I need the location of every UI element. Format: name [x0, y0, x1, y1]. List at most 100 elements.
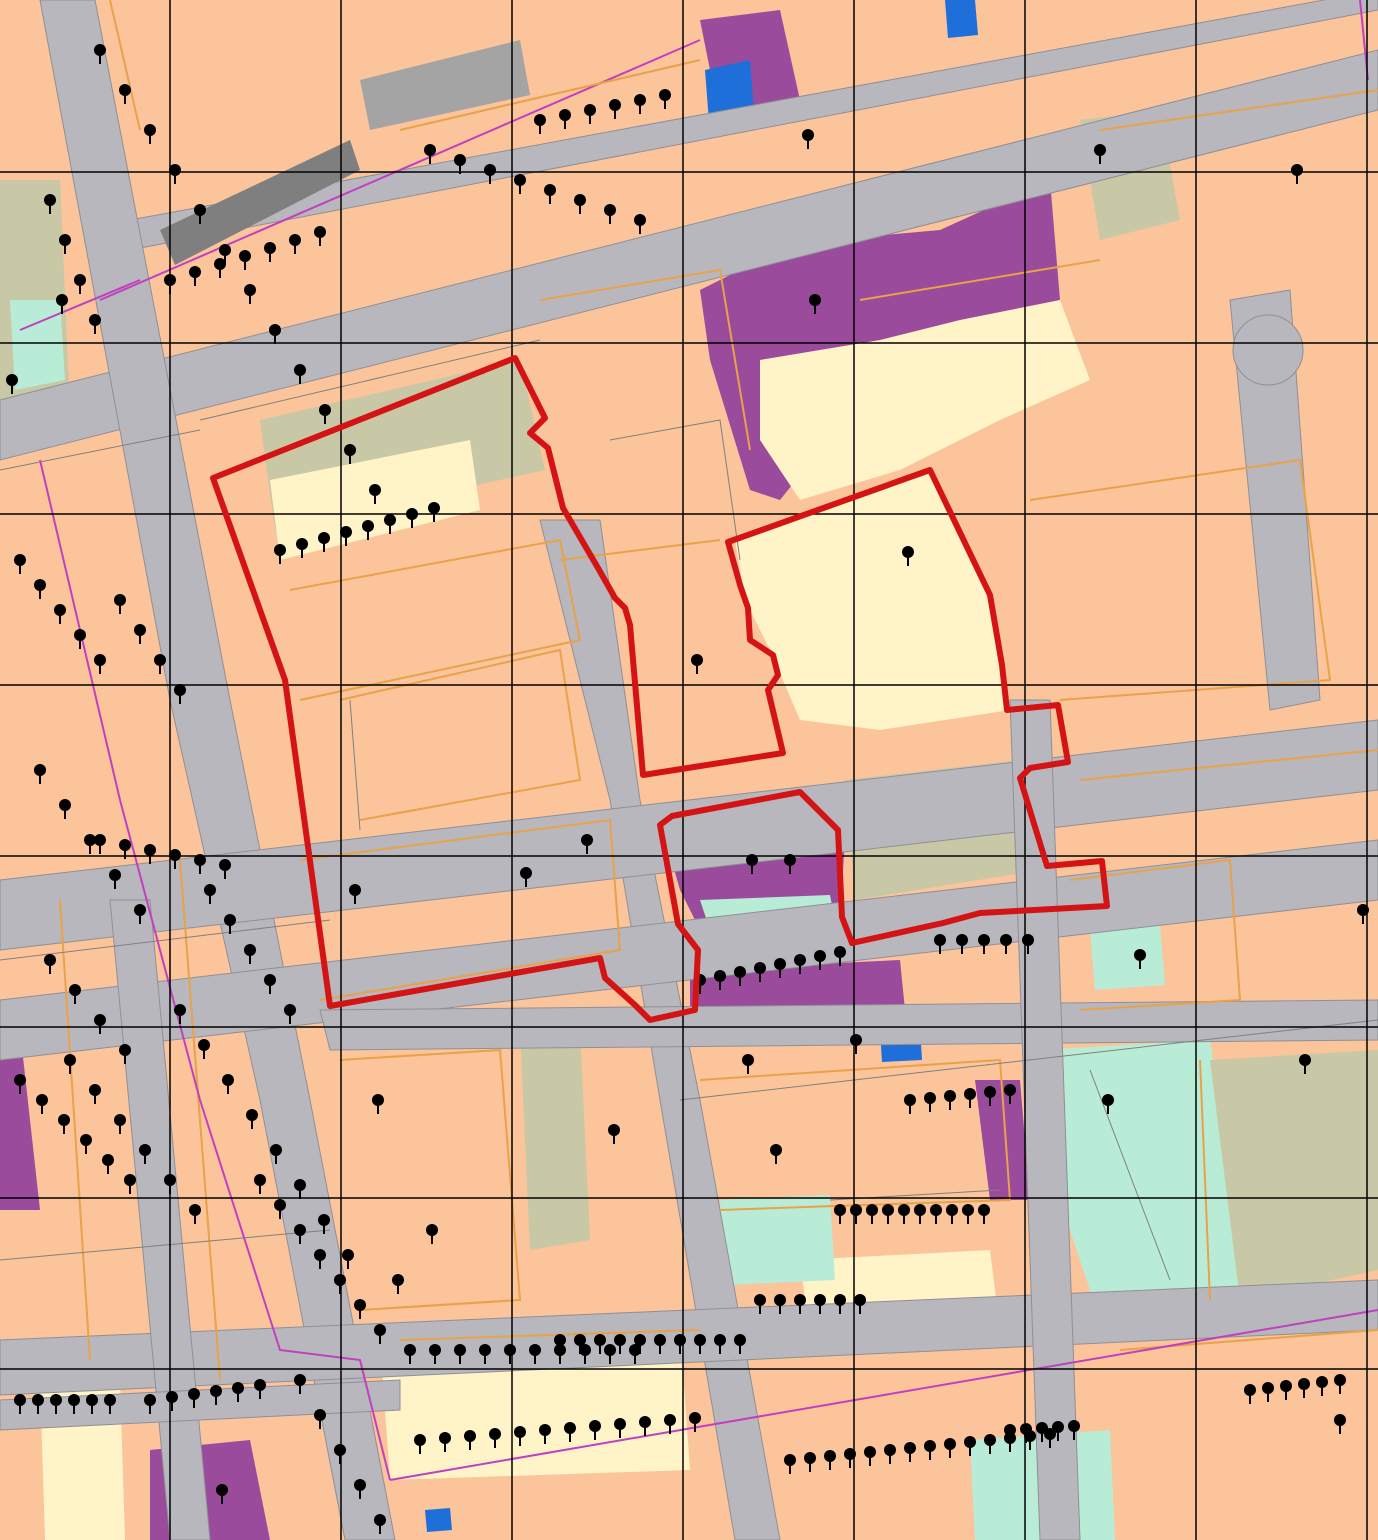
tree-icon: [659, 89, 671, 109]
tree-icon: [204, 884, 216, 904]
admin-boundary-line: [389, 1309, 1378, 1481]
tree-icon: [956, 934, 968, 954]
retail-light-area[interactable]: [735, 470, 1010, 730]
tree-icon: [270, 1144, 282, 1164]
tree-icon: [392, 1274, 404, 1294]
tree-icon: [354, 1479, 366, 1499]
tree-icon: [424, 144, 436, 164]
tree-icon: [174, 684, 186, 704]
tree-icon: [1004, 1424, 1016, 1444]
tree-icon: [1280, 1380, 1292, 1400]
road[interactable]: [109, 899, 211, 1540]
tree-icon: [210, 1385, 222, 1405]
tree-icon: [362, 520, 374, 540]
park-area: [1090, 925, 1165, 990]
site-boundaries[interactable]: [210, 355, 1110, 1023]
tree-icon: [479, 1344, 491, 1364]
tree-icon: [216, 1484, 228, 1504]
road[interactable]: [0, 49, 1378, 461]
tree-icon: [534, 114, 546, 134]
tree-icon: [254, 1174, 266, 1194]
road[interactable]: [39, 0, 396, 1540]
tree-icon: [134, 624, 146, 644]
tree-icon: [1022, 934, 1034, 954]
retail-light-area[interactable]: [760, 300, 1090, 500]
parcel-outlines: [59, 0, 1378, 1381]
tree-icon: [1052, 1421, 1064, 1441]
roundabout[interactable]: [1232, 314, 1304, 386]
tree-icon: [964, 1088, 976, 1108]
tree-icon: [94, 44, 106, 64]
tree-icon: [334, 1274, 346, 1294]
tree-icon: [1004, 1084, 1016, 1104]
tree-icon: [372, 1094, 384, 1114]
tree-icon: [144, 124, 156, 144]
tree-icon: [1094, 144, 1106, 164]
tree-icon: [464, 1430, 476, 1450]
tree-icon: [254, 1379, 266, 1399]
tree-icon: [944, 1090, 956, 1110]
tree-icon: [239, 250, 251, 270]
tree-icon: [119, 1044, 131, 1064]
tree-icon: [594, 1334, 606, 1354]
tree-icon: [539, 1424, 551, 1444]
tree-icon: [978, 934, 990, 954]
tree-icon: [14, 1394, 26, 1414]
tree-icon: [774, 1294, 786, 1314]
tree-icon: [244, 284, 256, 304]
tree-icon: [770, 1144, 782, 1164]
tree-icon: [1244, 1384, 1256, 1404]
tree-icon: [314, 1409, 326, 1429]
tree-icon: [104, 1394, 116, 1414]
tree-icon: [664, 1414, 676, 1434]
tree-icon: [814, 950, 826, 970]
water-feature[interactable]: [945, 0, 978, 38]
tree-icon: [802, 129, 814, 149]
tree-icon: [64, 1054, 76, 1074]
green-area: [520, 1030, 590, 1250]
water-feature[interactable]: [425, 1508, 452, 1532]
railway[interactable]: [360, 40, 530, 130]
tree-icon: [68, 1394, 80, 1414]
tree-icon: [139, 1144, 151, 1164]
tree-icon: [314, 1249, 326, 1269]
tree-icon: [634, 94, 646, 114]
tree-icon: [850, 1204, 862, 1224]
tree-icon: [924, 1440, 936, 1460]
tree-icon: [36, 1094, 48, 1114]
tree-icon: [102, 1154, 114, 1174]
tree-icon: [124, 1174, 136, 1194]
tree-icon: [232, 1382, 244, 1402]
tree-icon: [930, 1204, 942, 1224]
tree-icon: [284, 1004, 296, 1024]
tree-icon: [14, 1074, 26, 1094]
commercial-area: [0, 1030, 40, 1210]
park-area: [10, 300, 65, 390]
tree-icon: [246, 1109, 258, 1129]
tree-icon: [898, 1204, 910, 1224]
road[interactable]: [1229, 289, 1321, 711]
tree-icon: [164, 274, 176, 294]
tree-icon: [884, 1444, 896, 1464]
tree-icon: [964, 1436, 976, 1456]
tree-icon: [84, 834, 96, 854]
tree-icon: [94, 834, 106, 854]
tree-icon: [654, 1334, 666, 1354]
tree-icon: [564, 1422, 576, 1442]
tree-icon: [94, 1014, 106, 1034]
tree-icon: [89, 1084, 101, 1104]
tree-icon: [154, 654, 166, 674]
tree-icon: [902, 546, 914, 566]
tree-icon: [962, 1204, 974, 1224]
tree-icon: [978, 1204, 990, 1224]
site-boundary-1[interactable]: [210, 355, 1110, 1023]
tree-icon: [484, 164, 496, 184]
tree-icon: [194, 854, 206, 874]
tree-icon: [604, 1344, 616, 1364]
tree-icon: [834, 946, 846, 966]
tree-icon: [429, 1344, 441, 1364]
tree-icon: [1262, 1382, 1274, 1402]
tree-icon: [439, 1432, 451, 1452]
